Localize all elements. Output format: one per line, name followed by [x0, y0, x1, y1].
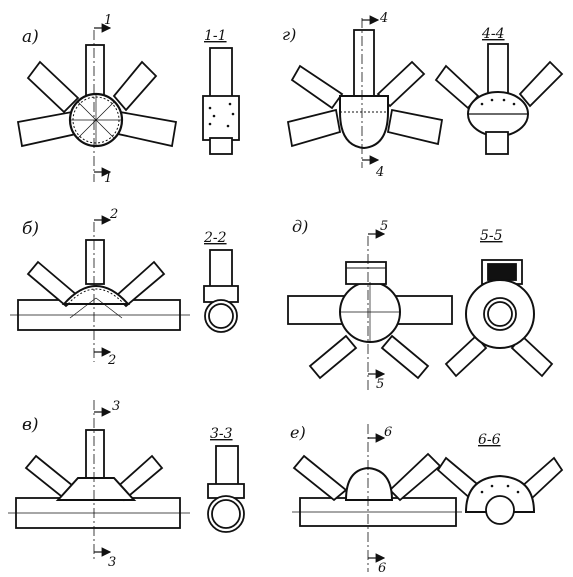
variant-b-section-top: 2 [109, 207, 118, 222]
variant-g-section-top: 4 [379, 11, 388, 26]
section-6-6-label: 6-6 [478, 432, 501, 448]
variant-e-letter: е) [290, 423, 306, 442]
variant-e-section-bottom: 6 [378, 561, 386, 576]
section-4-4-view: 4-4 [434, 26, 564, 155]
variant-a-node: а) [16, 23, 178, 182]
variant-g-node: г) [282, 15, 444, 168]
variant-d-letter: д) [292, 217, 308, 236]
variant-g-letter: г) [282, 25, 296, 44]
section-3-3-view: 3-3 [207, 426, 245, 533]
variant-e-section-top: 6 [384, 425, 392, 440]
section-1-1-label: 1-1 [204, 28, 227, 44]
variant-v-section-bottom: 3 [108, 555, 116, 570]
variant-a-section-bottom: 1 [104, 171, 112, 186]
section-4-4-label: 4-4 [481, 26, 505, 42]
variant-b-section-bottom: 2 [107, 353, 116, 368]
variant-a-letter: а) [22, 27, 39, 47]
variant-b-letter: б) [22, 219, 39, 239]
section-6-6-view: 6-6 [436, 432, 564, 525]
variant-d-node: д) [287, 217, 453, 392]
section-3-3-label: 3-3 [210, 426, 233, 442]
section-5-5-view: 5-5 [444, 228, 554, 378]
section-2-2-label: 2-2 [203, 230, 227, 246]
variant-v-section-top: 3 [112, 399, 120, 414]
section-2-2-view: 2-2 [203, 230, 239, 333]
variant-e-node: е) [290, 423, 462, 572]
section-1-1-view: 1-1 [202, 28, 240, 155]
variant-v-node: в) [8, 400, 190, 562]
variant-b-node: б) [10, 215, 190, 362]
variant-d-section-top: 5 [380, 219, 388, 234]
section-5-5-label: 5-5 [480, 228, 503, 244]
variant-v-letter: в) [22, 415, 39, 435]
variant-a-section-top: 1 [104, 13, 112, 28]
variant-g-section-bottom: 4 [375, 165, 384, 180]
variant-d-section-bottom: 5 [376, 377, 384, 392]
